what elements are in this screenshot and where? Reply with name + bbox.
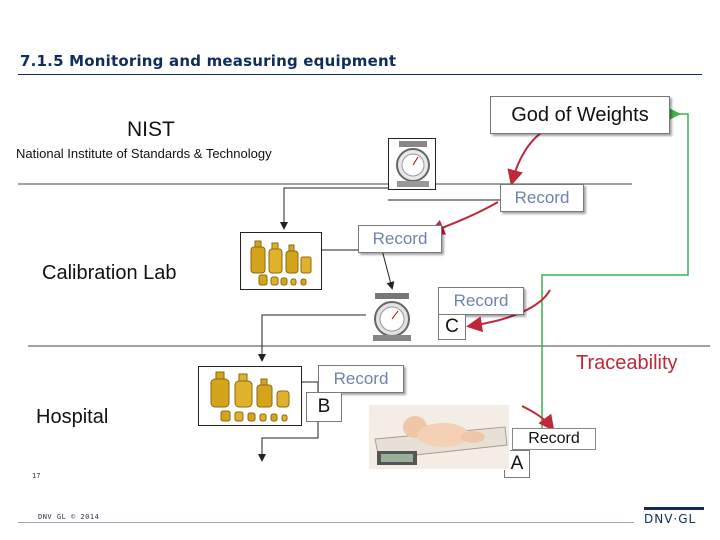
slide-title: 7.1.5 Monitoring and measuring equipment <box>20 52 397 70</box>
lab-scale-image <box>366 290 416 342</box>
nist-scale-image <box>388 138 436 190</box>
lab-to-scale-arrow <box>322 249 395 290</box>
page-number: 17 <box>32 472 41 480</box>
traceability-line <box>541 108 689 428</box>
baby-on-scale-icon <box>369 405 509 469</box>
record-lab-scale: Record <box>438 287 524 315</box>
copyright-text: DNV GL © 2014 <box>38 513 100 521</box>
record-patient-scale: Record <box>512 428 596 450</box>
brass-weights-icon <box>250 240 312 286</box>
god-to-record-arrow <box>507 127 549 186</box>
dial-scale-icon <box>396 141 430 187</box>
god-of-weights-box: God of Weights <box>490 96 670 134</box>
nist-label: NIST <box>127 118 175 141</box>
scale-to-hospital-arrow <box>258 314 366 362</box>
hospital-label: Hospital <box>36 406 109 428</box>
hospital-to-scale-arrow <box>258 381 319 462</box>
traceability-label: Traceability <box>576 352 678 374</box>
calibration-lab-label: Calibration Lab <box>42 262 177 284</box>
marker-b: B <box>306 392 342 422</box>
marker-c: C <box>438 314 466 340</box>
footer-divider <box>18 522 634 523</box>
nist-subtitle: National Institute of Standards & Techno… <box>16 146 272 161</box>
hospital-weights-image <box>198 366 302 426</box>
record-calibration-lab: Record <box>358 225 442 253</box>
record-hospital: Record <box>318 365 404 393</box>
dial-scale-icon <box>373 293 411 341</box>
scale-to-record-arrow <box>521 405 555 432</box>
logo-bar <box>644 507 704 510</box>
nist-to-lab-arrow <box>280 187 388 230</box>
title-divider <box>18 74 702 75</box>
lab-weights-image <box>240 232 322 290</box>
dnvgl-logo: DNV·GL <box>644 512 697 526</box>
record-nist: Record <box>500 184 584 212</box>
brass-weights-icon <box>210 371 290 422</box>
baby-scale-image <box>368 404 510 470</box>
